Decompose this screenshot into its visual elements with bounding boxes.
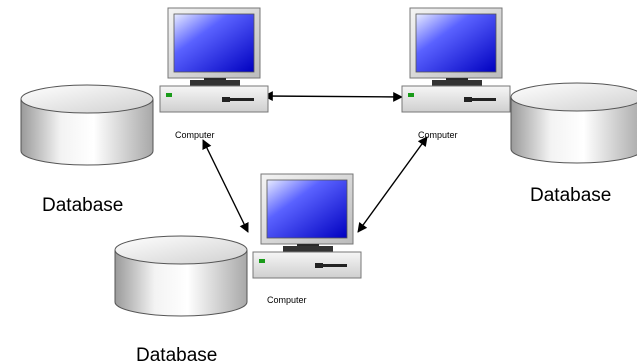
database-left-icon	[20, 84, 154, 166]
database-left-label: Database	[42, 195, 123, 216]
database-bottom-label: Database	[136, 345, 217, 364]
computer-bottom-label: Computer	[267, 295, 307, 305]
database-bottom-icon	[114, 235, 248, 317]
connection-top-left-bottom	[202, 139, 249, 233]
computer-top-left-icon	[159, 7, 269, 113]
computer-top-right-icon	[401, 7, 511, 113]
database-right-icon	[510, 82, 637, 164]
database-right-label: Database	[530, 185, 611, 206]
computer-top-right-label: Computer	[418, 130, 458, 140]
computer-top-left-label: Computer	[175, 130, 215, 140]
computer-bottom-icon	[252, 173, 362, 279]
connection-top-right-bottom	[357, 136, 428, 233]
connection-top-left-top-right	[263, 91, 403, 102]
